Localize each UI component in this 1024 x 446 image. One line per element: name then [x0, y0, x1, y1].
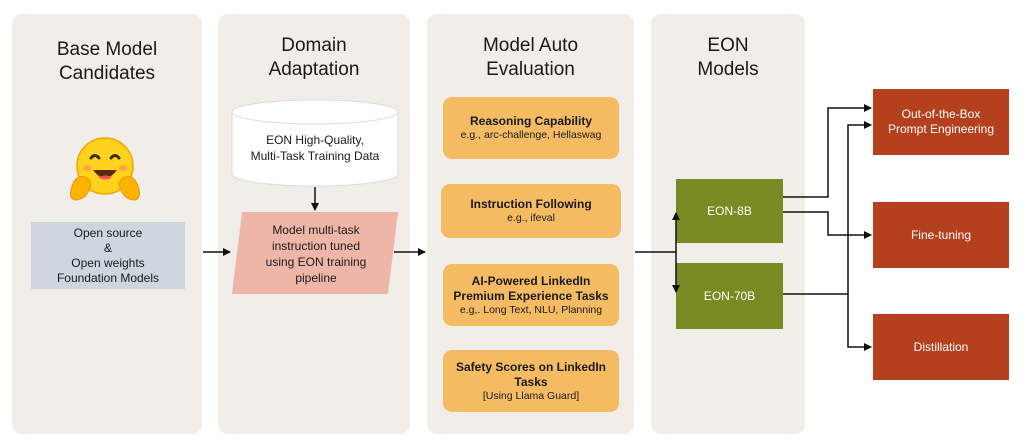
foundation-models-box: Open source & Open weights Foundation Mo…: [31, 222, 185, 289]
panel-title-base: Base Model Candidates: [56, 39, 158, 84]
training-data-cylinder: [231, 99, 399, 187]
arrow-8b-to-finetune: [783, 211, 872, 239]
arrow-70b-to-prompt: [783, 121, 872, 295]
hugging-face-emoji-icon: [70, 137, 140, 201]
eval-safety-box: Safety Scores on LinkedIn Tasks [Using L…: [443, 350, 619, 412]
tuning-process-label: Model multi-task instruction tuned using…: [265, 223, 367, 285]
arrow-70b-to-distillation: [847, 294, 872, 351]
eon-70b-box: EON-70B: [676, 263, 783, 329]
eval-reasoning-box: Reasoning Capability e.g., arc-challenge…: [443, 97, 619, 159]
eon-8b-box: EON-8B: [676, 179, 783, 243]
eval-linkedin-premium-box: AI-Powered LinkedIn Premium Experience T…: [443, 264, 619, 326]
tuning-process-parallelogram: [232, 212, 398, 294]
arrow-8b-to-prompt: [783, 104, 872, 198]
panel-title-domain: Domain Adaptation: [268, 35, 360, 80]
training-data-label: EON High-Quality, Multi-Task Training Da…: [250, 133, 380, 163]
panel-title-eon: EON Models: [697, 35, 759, 80]
output-prompt-engineering-box: Out-of-the-Box Prompt Engineering: [873, 89, 1009, 155]
eval-instruction-box: Instruction Following e.g., ifeval: [441, 184, 621, 238]
output-fine-tuning-box: Fine-tuning: [873, 202, 1009, 268]
output-distillation-box: Distillation: [873, 314, 1009, 380]
panel-title-eval: Model Auto Evaluation: [482, 35, 579, 80]
